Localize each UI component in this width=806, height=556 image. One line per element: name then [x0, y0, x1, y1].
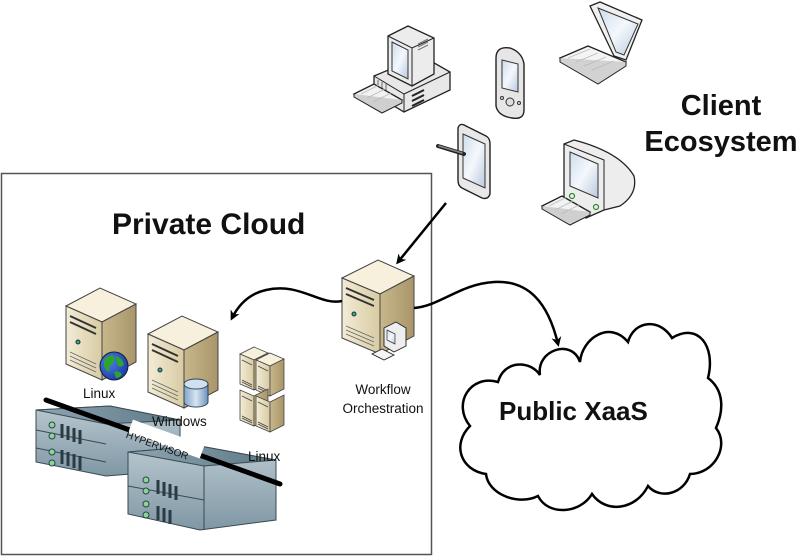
database-icon: [183, 378, 209, 408]
pda-icon: [495, 47, 525, 120]
globe-icon: [99, 351, 129, 381]
windows-server-label: Windows: [152, 414, 207, 429]
server-cluster-icon: [239, 346, 285, 433]
workflow-orchestration-label: Workflow Orchestration: [330, 380, 436, 418]
linux-server-label: Linux: [83, 386, 116, 401]
linux-cluster-label: Linux: [248, 449, 281, 464]
private-cloud-title: Private Cloud: [112, 208, 306, 241]
client-ecosystem-title-line2: Ecosystem: [644, 126, 798, 158]
private-cloud-boundary: [0, 172, 433, 556]
tablet-icon: [436, 123, 491, 200]
orchestration-server-icon: [340, 259, 416, 361]
crt-monitor-icon: [540, 139, 636, 226]
client-to-orchestrator-arrow: [396, 202, 447, 265]
workflow-orchestration-label-line2: Orchestration: [342, 401, 424, 416]
rack-servers-icon: [35, 405, 277, 531]
desktop-pc-icon: [352, 25, 451, 114]
public-xaas-title: Public XaaS: [499, 396, 648, 426]
laptop-icon: [558, 1, 643, 85]
workflow-orchestration-label-line1: Workflow: [355, 382, 411, 397]
client-ecosystem-title: Client Ecosystem: [636, 88, 806, 160]
orchestrator-to-public-arrow: [413, 280, 562, 347]
orchestrator-to-private-arrow: [230, 287, 343, 321]
client-ecosystem-title-line1: Client: [680, 90, 762, 122]
public-cloud-shape: [459, 322, 723, 512]
